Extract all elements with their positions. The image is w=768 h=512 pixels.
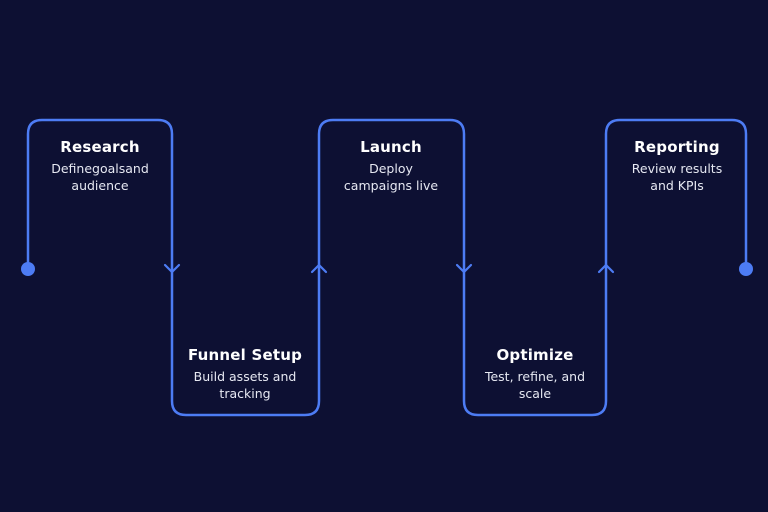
step-description: Deploy campaigns live — [343, 161, 439, 193]
step-description: Build assets and tracking — [193, 369, 297, 401]
step-title: Funnel Setup — [187, 346, 303, 364]
step-description: Definegoalsand audience — [51, 161, 149, 193]
step-description: Test, refine, and scale — [484, 369, 586, 401]
step-title: Reporting — [634, 138, 720, 156]
step-launch: Launch Deploy campaigns live — [316, 137, 466, 194]
step-description: Review results and KPIs — [631, 161, 723, 193]
step-research: Research Definegoalsand audience — [25, 137, 175, 194]
wave-path — [26, 118, 748, 417]
chevron-down-icon — [455, 263, 473, 274]
chevron-up-icon — [310, 263, 328, 274]
end-dot — [739, 262, 753, 276]
chevron-up-icon — [597, 263, 615, 274]
step-title: Optimize — [496, 346, 574, 364]
step-title: Launch — [360, 138, 422, 156]
step-funnel-setup: Funnel Setup Build assets and tracking — [170, 345, 320, 402]
chevron-down-icon — [163, 263, 181, 274]
step-optimize: Optimize Test, refine, and scale — [460, 345, 610, 402]
start-dot — [21, 262, 35, 276]
step-title: Research — [60, 138, 140, 156]
step-reporting: Reporting Review results and KPIs — [602, 137, 752, 194]
